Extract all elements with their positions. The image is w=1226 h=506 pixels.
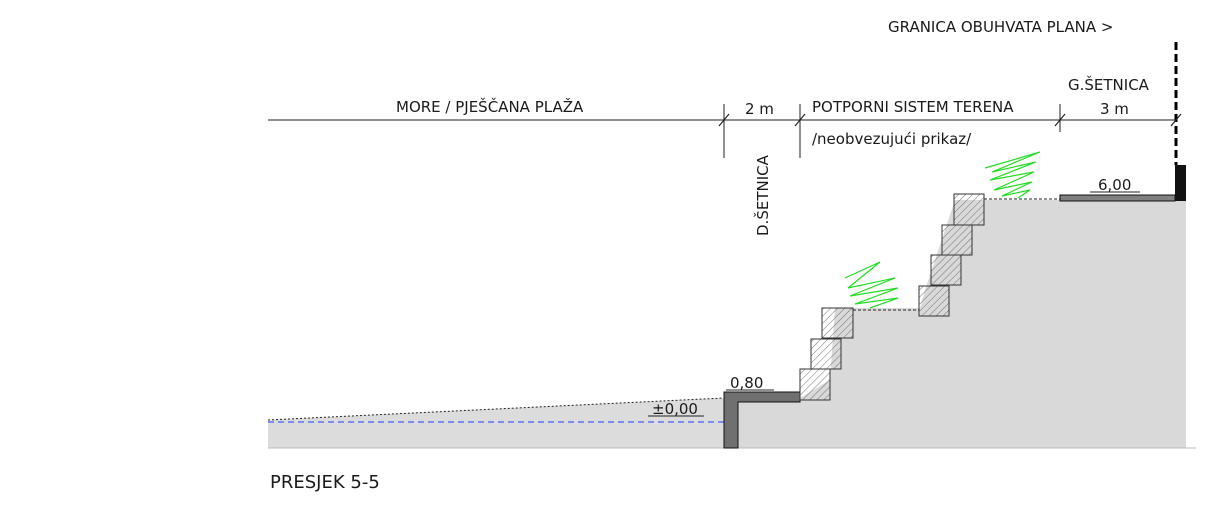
elevation-sea: ±0,00 [652, 400, 698, 418]
terrain-fill [268, 398, 724, 448]
beach-slope-line [267, 397, 725, 421]
dim-slash [1054, 113, 1066, 127]
block [918, 285, 950, 317]
upper-walkway-edge [1175, 165, 1186, 201]
retaining-system-label: POTPORNI SISTEM TERENA [812, 98, 1014, 116]
upper-walkway-width-label: 3 m [1100, 100, 1129, 118]
terrain-fill-slope [738, 200, 1186, 448]
boundary-label: GRANICA OBUHVATA PLANA > [888, 18, 1113, 36]
block [941, 224, 973, 256]
upper-walkway-slab [1059, 194, 1176, 202]
planting-symbol-upper [984, 151, 1041, 199]
block [810, 338, 842, 370]
block [821, 307, 854, 339]
retaining-note-label: /neobvezujući prikaz/ [812, 130, 972, 148]
section-title: PRESJEK 5-5 [270, 472, 380, 493]
sea-beach-label: MORE / PJEŠČANA PLAŽA [396, 97, 584, 116]
elevation-lower: 0,80 [730, 374, 763, 392]
block [799, 368, 831, 401]
upper-walkway-label: G.ŠETNICA [1068, 75, 1150, 94]
planting-symbol-lower [844, 261, 899, 309]
block [930, 254, 962, 286]
dim-slash [1170, 113, 1182, 127]
dim-slash [718, 113, 730, 127]
dim-slash [794, 113, 806, 127]
lower-walkway-width-label: 2 m [745, 100, 774, 118]
retaining-blocks [799, 193, 985, 401]
block [953, 193, 985, 226]
lower-walkway-label: D.ŠETNICA [753, 154, 772, 236]
elevation-upper: 6,00 [1098, 176, 1131, 194]
